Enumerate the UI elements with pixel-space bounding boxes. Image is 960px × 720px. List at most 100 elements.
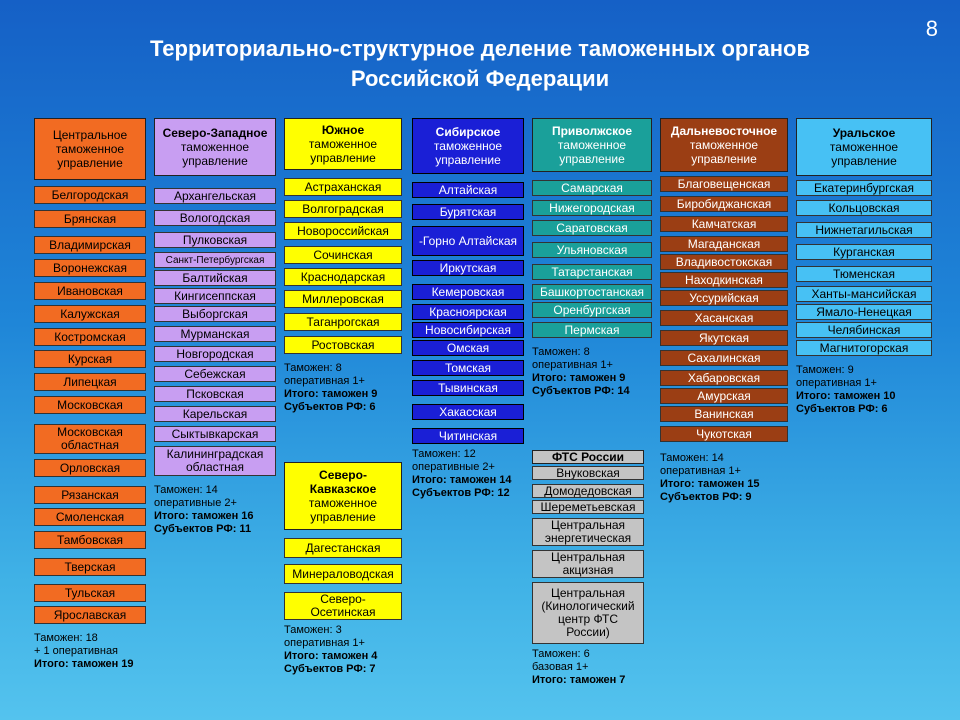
fareast-header-line: таможенное <box>689 138 759 152</box>
ural-item: Курганская <box>796 244 932 260</box>
fareast-header-line: Дальневосточное <box>670 124 778 138</box>
caucasus-header-line: таможенное <box>308 496 378 510</box>
ural-summary-line: Итого: таможен 10 <box>796 390 896 402</box>
ural-summary-line: оперативная 1+ <box>796 377 877 389</box>
central-item: Тульская <box>34 584 146 602</box>
ural-item: Тюменская <box>796 266 932 282</box>
siberia-summary-line: Субъектов РФ: 12 <box>412 487 510 499</box>
northwest-item: Кингисеппская <box>154 288 276 304</box>
northwest-item: Санкт-Петербургская <box>154 252 276 268</box>
northwest-header-line: таможенное <box>180 140 250 154</box>
northwest-item: Балтийская <box>154 270 276 286</box>
siberia-item: Иркутская <box>412 260 524 276</box>
fts-summary-line: Итого: таможен 7 <box>532 674 626 686</box>
ural-item: Нижнетагильская <box>796 222 932 238</box>
volga-item: Нижегородская <box>532 200 652 216</box>
caucasus-header-line: Кавказское <box>309 482 377 496</box>
fareast-summary-line: оперативная 1+ <box>660 465 741 477</box>
caucasus-summary-line: Таможен: 3 <box>284 624 342 636</box>
northwest-header-line: Северо-Западное <box>162 126 268 140</box>
northwest-item: Себежская <box>154 366 276 382</box>
volga-summary-line: Итого: таможен 9 <box>532 372 626 384</box>
northwest-item: Выборгская <box>154 306 276 322</box>
fareast-item: Находкинская <box>660 272 788 288</box>
siberia-item: Алтайская <box>412 182 524 198</box>
volga-header-line: управление <box>559 152 625 166</box>
ural-summary-line: Субъектов РФ: 6 <box>796 403 888 415</box>
fareast-item: Амурская <box>660 388 788 404</box>
central-summary-line: + 1 оперативная <box>34 645 119 657</box>
central-item: Белгородская <box>34 186 146 204</box>
volga-item: Самарская <box>532 180 652 196</box>
central-header-line: управление <box>57 156 123 170</box>
northwest-item: Калининградская областная <box>154 446 276 476</box>
volga-item: Татарстанская <box>532 264 652 280</box>
fareast-item: Благовещенская <box>660 176 788 192</box>
volga-summary-line: Таможен: 8 <box>532 346 590 358</box>
central-item: Ярославская <box>34 606 146 624</box>
south-item: Миллеровская <box>284 290 402 308</box>
south-summary-line: Итого: таможен 9 <box>284 388 378 400</box>
central-item: Смоленская <box>34 508 146 526</box>
south-item: Новороссийская <box>284 222 402 240</box>
siberia-item: Омская <box>412 340 524 356</box>
siberia-summary-line: Таможен: 12 <box>412 448 476 460</box>
central-item: Калужская <box>34 305 146 323</box>
fareast-item: Сахалинская <box>660 350 788 366</box>
central-item: Московская <box>34 396 146 414</box>
caucasus-summary-line: Итого: таможен 4 <box>284 650 378 662</box>
caucasus-item: Дагестанская <box>284 538 402 558</box>
central-item: Брянская <box>34 210 146 228</box>
fareast-item: Ванинская <box>660 406 788 422</box>
ural-header-line: таможенное <box>829 140 899 154</box>
volga-item: Саратовская <box>532 220 652 236</box>
ural-item: Ямало-Ненецкая <box>796 304 932 320</box>
northwest-summary-line: Субъектов РФ: 11 <box>154 523 252 535</box>
fareast-item: Чукотская <box>660 426 788 442</box>
fareast-header-line: управление <box>691 152 757 166</box>
ural-header-line: Уральское <box>832 126 896 140</box>
volga-summary-line: Субъектов РФ: 14 <box>532 385 630 397</box>
fareast-item: Камчатская <box>660 216 788 232</box>
ural-item: Магнитогорская <box>796 340 932 356</box>
northwest-item: Архангельская <box>154 188 276 204</box>
northwest-summary-line: Итого: таможен 16 <box>154 510 254 522</box>
volga-summary-line: оперативная 1+ <box>532 359 613 371</box>
fareast-item: Владивостокская <box>660 254 788 270</box>
siberia-header-line: Сибирское <box>435 125 501 139</box>
northwest-item: Карельская <box>154 406 276 422</box>
fareast-item: Уссурийская <box>660 290 788 306</box>
volga-item: Пермская <box>532 322 652 338</box>
south-item: Сочинская <box>284 246 402 264</box>
south-header-line: управление <box>310 151 376 165</box>
fts-item: Шереметьевская <box>532 500 644 514</box>
ural-item: Кольцовская <box>796 200 932 216</box>
fareast-item: Хабаровская <box>660 370 788 386</box>
siberia-item: Новосибирская <box>412 322 524 338</box>
siberia-item: Тывинская <box>412 380 524 396</box>
central-item: Московская областная <box>34 424 146 454</box>
south-header-line: Южное <box>321 123 365 137</box>
volga-item: Башкортостанская <box>532 284 652 300</box>
south-summary-line: оперативная 1+ <box>284 375 365 387</box>
fareast-item: Биробиджанская <box>660 196 788 212</box>
title-line-2: Российской Федерации <box>350 66 610 91</box>
northwest-summary-line: оперативные 2+ <box>154 497 237 509</box>
fts-item: Домодедовская <box>532 484 644 498</box>
fareast-item: Магаданская <box>660 236 788 252</box>
northwest-item: Сыктывкарская <box>154 426 276 442</box>
fareast-item: Якутская <box>660 330 788 346</box>
title-line-1: Территориально-структурное деление тамож… <box>149 36 811 61</box>
siberia-item: Хакасская <box>412 404 524 420</box>
volga-item: Оренбургская <box>532 302 652 318</box>
siberia-item: Читинская <box>412 428 524 444</box>
